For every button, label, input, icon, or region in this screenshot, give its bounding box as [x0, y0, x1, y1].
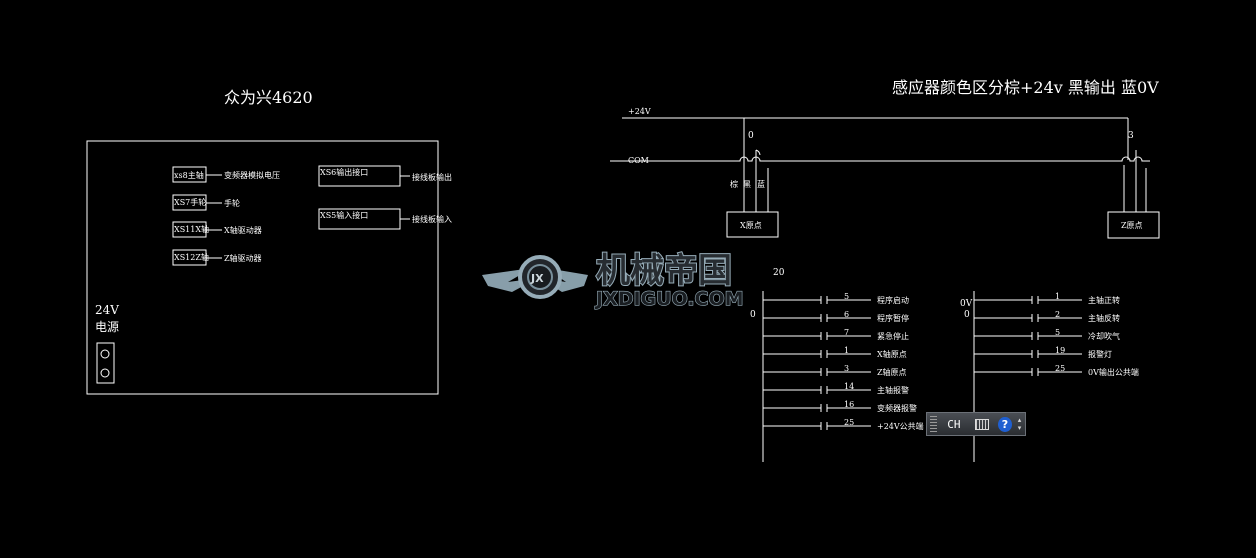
power-terminal: [96, 342, 115, 384]
input-wire-no: 25: [844, 418, 854, 427]
z-home-input-no: 3: [1128, 131, 1134, 141]
inputs-top-label: 20: [773, 268, 785, 278]
port-xs11-box: XS11X轴: [174, 224, 209, 234]
port-xs5: XS5输入接口 接线板输入: [318, 208, 452, 230]
output-row: 5 冷却吹气: [974, 328, 1120, 341]
z-home-box: [1107, 211, 1160, 239]
port-xs11-desc: X轴驱动器: [224, 225, 262, 235]
port-xs7: XS7手轮 手轮: [172, 194, 240, 211]
output-wire-no: 25: [1055, 364, 1065, 373]
input-label: 程序暂停: [877, 313, 909, 323]
controller-title: 众为兴4620: [224, 88, 313, 107]
left-wing-icon: [482, 268, 538, 292]
z-home-box-label: Z原点: [1121, 221, 1143, 230]
output-wire-no: 1: [1055, 292, 1060, 301]
watermark-emblem: JX: [530, 272, 544, 285]
input-wire-no: 14: [844, 382, 854, 391]
port-xs7-desc: 手轮: [224, 198, 240, 208]
input-wire-no: 3: [844, 364, 849, 373]
port-xs5-desc: 接线板输入: [412, 214, 452, 224]
sensor-color-note: 感应器颜色区分棕+24v 黑输出 蓝0V: [892, 78, 1159, 97]
watermark-en: JXDIGUO.COM: [594, 288, 744, 310]
options-icon[interactable]: ▴▾: [1017, 416, 1022, 432]
output-wire-no: 2: [1055, 310, 1060, 319]
input-label: 主轴报警: [877, 385, 909, 395]
grip-icon[interactable]: [930, 416, 938, 432]
inputs-bottom-label: 0: [750, 310, 756, 320]
x-home-wires: [743, 118, 769, 212]
output-label: 主轴正转: [1088, 295, 1120, 305]
output-label: 冷却吹气: [1088, 331, 1120, 341]
port-xs7-box: XS7手轮: [174, 197, 206, 207]
input-row: 7 紧急停止: [763, 328, 909, 341]
help-icon[interactable]: ?: [998, 416, 1012, 432]
input-wire-no: 7: [844, 328, 849, 337]
power-label-24v: 24V: [95, 303, 119, 317]
input-row: 5 程序启动: [763, 292, 909, 305]
x-home-box: [726, 211, 779, 238]
rail-24v-label: +24V: [628, 107, 651, 116]
port-xs5-box: XS5输入接口: [320, 210, 368, 220]
output-wire-no: 5: [1055, 328, 1060, 337]
output-label: 主轴反转: [1088, 313, 1120, 323]
outputs-bottom-label: 0: [964, 310, 970, 320]
output-label: 0V输出公共端: [1088, 367, 1139, 377]
input-row: 3 Z轴原点: [763, 364, 907, 377]
input-label: +24V公共端: [877, 421, 924, 431]
power-label-supply: 电源: [95, 320, 119, 334]
port-xs12-box: XS12Z轴: [174, 252, 209, 262]
port-xs6-box: XS6输出接口: [320, 167, 368, 177]
outputs-top-label: 0V: [960, 299, 973, 309]
rail-com: [610, 156, 1150, 162]
input-row: 6 程序暂停: [763, 310, 909, 323]
port-xs12-desc: Z轴驱动器: [224, 253, 262, 263]
input-wire-no: 16: [844, 400, 854, 409]
watermark-logo: JX 机械帝国 JXDIGUO.COM: [482, 250, 744, 311]
output-row: 1 主轴正转: [974, 292, 1120, 305]
port-xs6-desc: 接线板输出: [412, 172, 452, 182]
output-row: 19 报警灯: [974, 346, 1112, 359]
port-xs12: XS12Z轴 Z轴驱动器: [172, 249, 262, 266]
input-label: 变频器报警: [877, 403, 917, 413]
input-label: 程序启动: [877, 295, 909, 305]
port-xs6: XS6输出接口 接线板输出: [318, 165, 452, 187]
x-home-wire-black: 黑: [743, 180, 751, 189]
output-row: 25 0V输出公共端: [974, 364, 1139, 377]
input-wire-no: 1: [844, 346, 849, 355]
output-row: 2 主轴反转: [974, 310, 1120, 323]
input-row: 1 X轴原点: [763, 346, 907, 359]
x-home-box-label: X原点: [740, 221, 762, 230]
input-row: 16 变频器报警: [763, 400, 917, 413]
keyboard-icon[interactable]: [974, 418, 990, 430]
ime-mode[interactable]: CH: [947, 417, 961, 431]
watermark-cn: 机械帝国: [596, 251, 732, 291]
ime-toolbar[interactable]: CH ? ▴▾: [926, 412, 1026, 436]
port-xs8-box: xs8主轴: [174, 170, 204, 180]
x-home-input-no: 0: [748, 131, 754, 141]
output-wire-no: 19: [1055, 346, 1065, 355]
input-label: 紧急停止: [877, 331, 909, 341]
x-home-wire-blue: 蓝: [757, 179, 765, 189]
right-wing-icon: [540, 268, 588, 292]
port-xs11: XS11X轴 X轴驱动器: [172, 221, 262, 238]
input-row: 25 +24V公共端: [763, 418, 924, 431]
input-rows: 5 程序启动 6 程序暂停 7 紧急停止 1 X轴原点 3 Z轴原点 14 主轴报警 16 变频器报警 25…: [763, 292, 924, 431]
output-label: 报警灯: [1088, 349, 1112, 359]
z-home-wires: [1123, 118, 1147, 212]
output-rows: 1 主轴正转 2 主轴反转 5 冷却吹气 19 报警灯 25 0V输出公共端: [974, 292, 1139, 377]
port-xs8: xs8主轴 变频器模拟电压: [172, 166, 280, 183]
input-wire-no: 5: [844, 292, 849, 301]
controller-outline: [86, 140, 439, 395]
x-home-wire-brown: 棕: [730, 179, 738, 189]
input-row: 14 主轴报警: [763, 382, 909, 395]
input-label: Z轴原点: [877, 367, 907, 377]
input-wire-no: 6: [844, 310, 849, 319]
input-label: X轴原点: [877, 349, 907, 359]
port-xs8-desc: 变频器模拟电压: [224, 170, 280, 180]
